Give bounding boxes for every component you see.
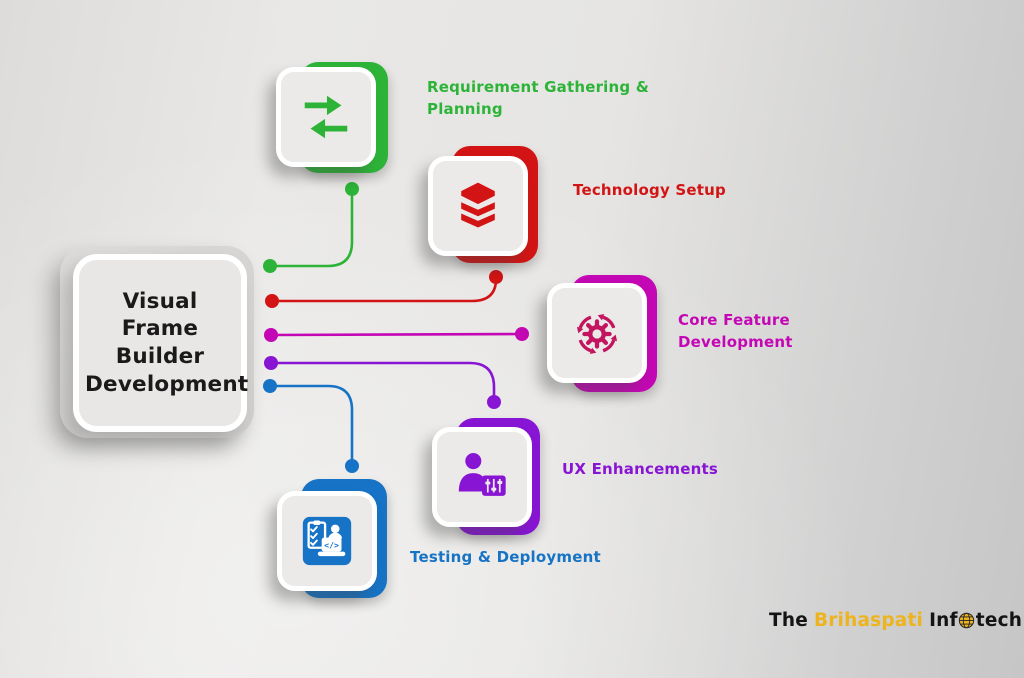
stage-label-core-feature-development: Core Feature Development: [678, 311, 793, 352]
logo-brand-name: Brihaspati: [813, 610, 924, 631]
stage-card: [428, 156, 528, 256]
logo-word-infotech: Inf tech: [929, 610, 1022, 631]
stage-label-technology-setup: Technology Setup: [573, 181, 726, 199]
diagram-title: Visual Frame Builder Development: [85, 288, 249, 397]
stage-card: [432, 427, 532, 527]
title-box: Visual Frame Builder Development: [73, 254, 249, 432]
logo-word-the: The: [769, 610, 808, 631]
stage-card: [547, 283, 647, 383]
database-stack-icon: [461, 182, 495, 228]
logo-tech: tech: [975, 610, 1023, 631]
testing-code-laptop-icon: </>: [302, 516, 352, 566]
stage-label-testing-deployment: Testing & Deployment: [410, 548, 601, 566]
svg-text:</>: </>: [324, 540, 339, 550]
stage-label-requirement-gathering: Requirement Gathering & Planning: [427, 78, 650, 119]
globe-icon: [959, 612, 975, 629]
company-logo: The Brihaspati Inf tech: [769, 610, 1022, 631]
stage-card: [276, 67, 376, 167]
stage-card: </>: [277, 491, 377, 591]
transfer-arrows-icon: [304, 95, 348, 139]
user-settings-sliders-icon: [458, 453, 506, 496]
process-cycle-gear-icon: [575, 313, 619, 356]
logo-inf: Inf: [929, 610, 958, 631]
stage-label-ux-enhancements: UX Enhancements: [562, 460, 719, 478]
